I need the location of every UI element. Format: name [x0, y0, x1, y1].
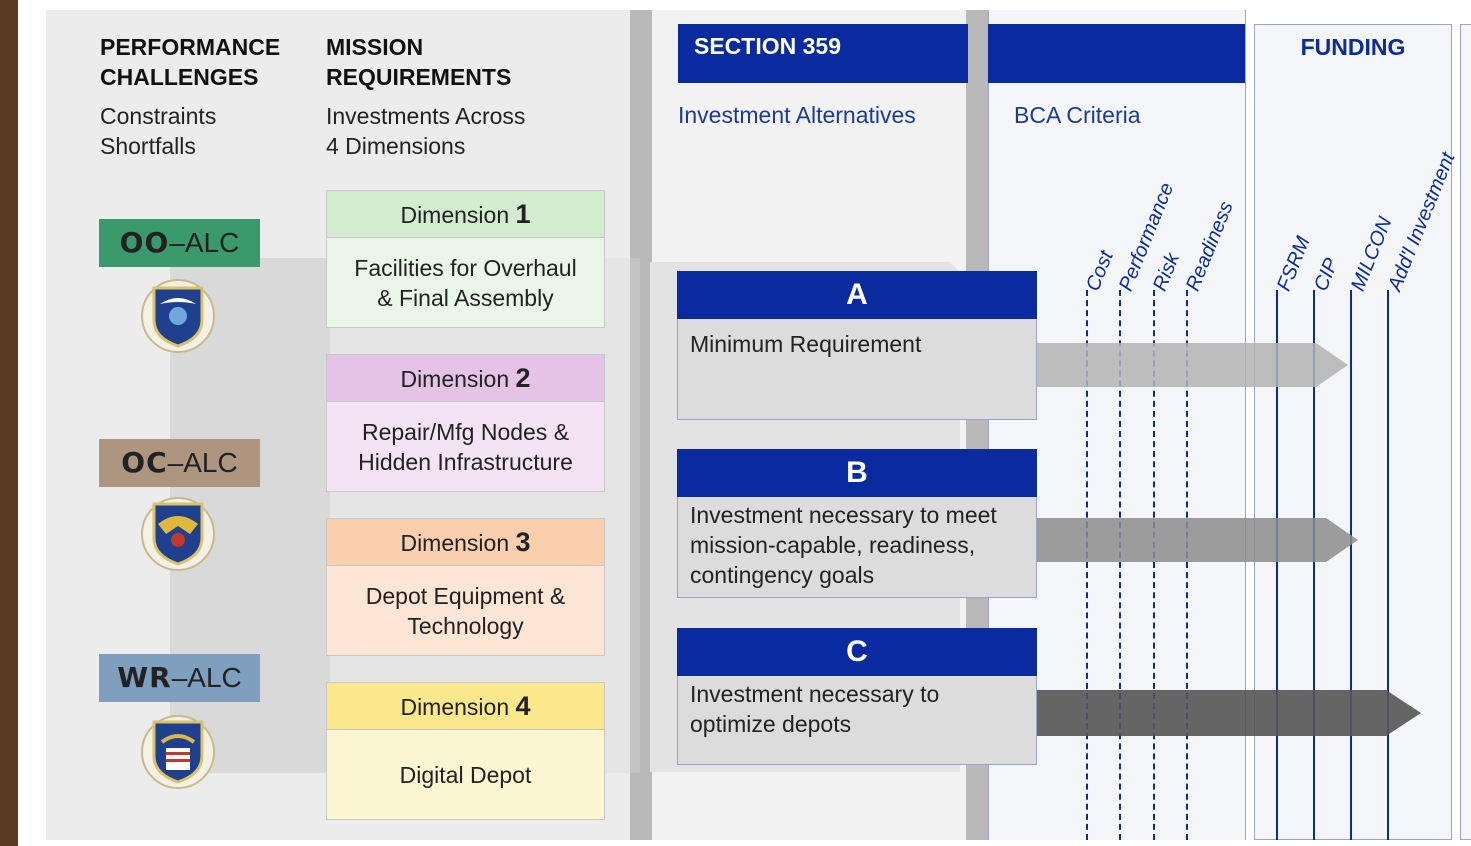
- dimension-4-header: Dimension 4: [327, 683, 604, 730]
- dimension-2-header: Dimension 2: [327, 355, 604, 402]
- dimension-1-body: Facilities for Overhaul& Final Assembly: [327, 238, 604, 327]
- dimension-2-card: Dimension 2 Repair/Mfg Nodes &Hidden Inf…: [326, 354, 605, 492]
- alc-label-oo: OO–ALC: [99, 219, 260, 267]
- fsrm-funding-line: [1276, 290, 1278, 840]
- dimension-3-body: Depot Equipment &Technology: [327, 566, 604, 655]
- dimension-1-card: Dimension 1 Facilities for Overhaul& Fin…: [326, 190, 605, 328]
- alc-label-wr: WR–ALC: [99, 654, 260, 702]
- investment-alternatives-label: Investment Alternatives: [678, 102, 916, 128]
- readiness-criterion-line: [1186, 290, 1188, 840]
- alternative-b-body: Investment necessary to meet mission-cap…: [677, 497, 1037, 598]
- oklahoma-city-alc-emblem-icon: [141, 497, 215, 571]
- milcon-funding-line: [1350, 290, 1352, 840]
- alternative-c-header: C: [677, 628, 1037, 676]
- bca-header-bar: [988, 24, 1245, 83]
- section-359-header: SECTION 359: [678, 24, 968, 83]
- dimension-3-header: Dimension 3: [327, 519, 604, 566]
- left-edge-bar: [0, 0, 18, 846]
- dimension-4-body: Digital Depot: [327, 730, 604, 819]
- dimension-1-header: Dimension 1: [327, 191, 604, 238]
- alternative-a-header: A: [677, 271, 1037, 319]
- cost-criterion-line: [1086, 290, 1088, 840]
- addl-investment-funding-line: [1387, 290, 1389, 840]
- risk-criterion-line: [1153, 290, 1155, 840]
- cip-funding-line: [1313, 290, 1315, 840]
- dimension-4-card: Dimension 4 Digital Depot: [326, 682, 605, 820]
- next-panel-edge: [1460, 24, 1471, 840]
- arrow-b: [1036, 518, 1358, 562]
- ogden-alc-emblem-icon: [141, 279, 215, 353]
- arrow-c: [1036, 690, 1421, 736]
- panel-divider: [630, 10, 652, 840]
- dimension-3-card: Dimension 3 Depot Equipment &Technology: [326, 518, 605, 656]
- dimension-2-body: Repair/Mfg Nodes &Hidden Infrastructure: [327, 402, 604, 491]
- alternative-c-body: Investment necessary to optimize depots: [677, 676, 1037, 765]
- alternative-a-body: Minimum Requirement: [677, 319, 1037, 420]
- alternative-arrows: [1036, 343, 1421, 736]
- performance-criterion-line: [1119, 290, 1121, 840]
- alc-label-oc: OC–ALC: [99, 439, 260, 487]
- arrow-a: [1036, 343, 1348, 387]
- bca-criteria-label: BCA Criteria: [1014, 102, 1141, 128]
- warner-robins-alc-emblem-icon: [141, 715, 215, 789]
- alternative-b-header: B: [677, 449, 1037, 497]
- funding-title: FUNDING: [1300, 34, 1406, 60]
